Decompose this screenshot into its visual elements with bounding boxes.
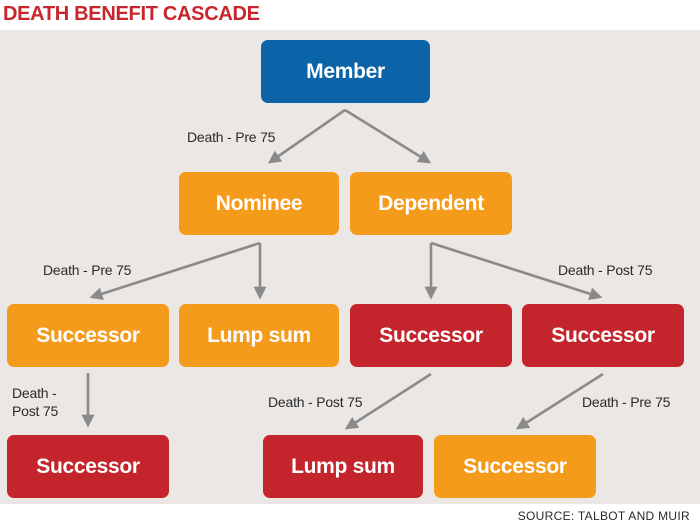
arrow-successor-to-lump-sum (344, 372, 432, 430)
arrow-nominee-to-successor (89, 241, 261, 301)
arrow-dependent-to-successor-right (430, 241, 603, 301)
node-nominee: Nominee (179, 172, 339, 235)
node-lump-sum-2: Lump sum (263, 435, 423, 498)
node-successor-5: Successor (434, 435, 596, 498)
node-successor-4: Successor (7, 435, 169, 498)
diagram-title: DEATH BENEFIT CASCADE (3, 3, 260, 25)
edge-label-nominee-successor: Death - Pre 75 (43, 262, 132, 278)
source-credit: SOURCE: TALBOT AND MUIR (517, 509, 690, 523)
edge-label-successor-successor: Death - Post 75 (12, 385, 59, 419)
edge-label-successor-lump-sum: Death - Post 75 (268, 394, 363, 410)
node-successor-3: Successor (522, 304, 684, 367)
edge-label-successor-successor-2: Death - Pre 75 (582, 394, 671, 410)
node-successor-2: Successor (350, 304, 512, 367)
arrow-member-to-dependent (344, 108, 432, 164)
arrow-member-to-nominee (267, 108, 346, 164)
edge-label-dependent-successor: Death - Post 75 (558, 262, 653, 278)
node-dependent: Dependent (350, 172, 512, 235)
node-member: Member (261, 40, 430, 103)
node-lump-sum-1: Lump sum (179, 304, 339, 367)
node-successor-1: Successor (7, 304, 169, 367)
arrow-successor-to-successor-bottom (515, 372, 604, 430)
edge-label-member-nominee: Death - Pre 75 (187, 129, 276, 145)
